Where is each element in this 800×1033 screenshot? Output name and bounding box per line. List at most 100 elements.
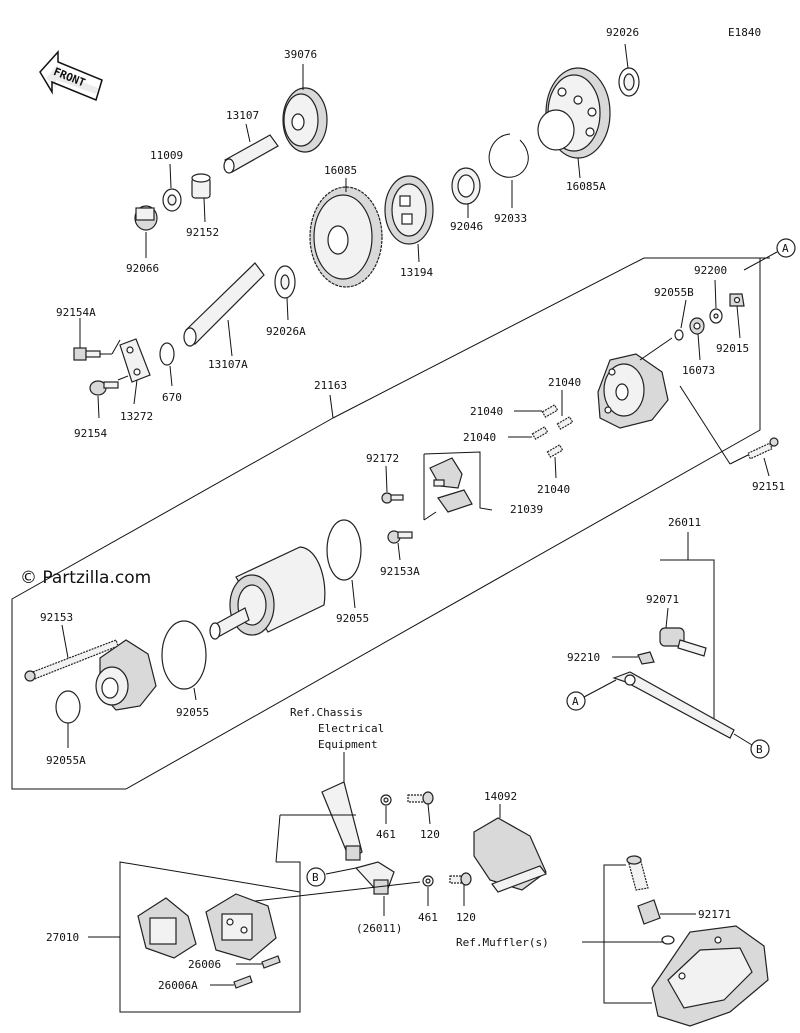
part-461-upper[interactable] xyxy=(380,794,392,806)
part-92154[interactable] xyxy=(89,380,119,396)
label-27010: 27010 xyxy=(46,931,79,944)
callout-B-right[interactable]: B xyxy=(750,739,770,759)
label-92026A: 92026A xyxy=(266,325,306,338)
part-92151[interactable] xyxy=(747,437,779,460)
part-14092[interactable] xyxy=(473,817,547,893)
svg-text:A: A xyxy=(782,242,789,255)
part-muffler-collar[interactable] xyxy=(661,935,675,945)
part-120-upper[interactable] xyxy=(407,791,434,805)
part-16085A[interactable] xyxy=(537,67,611,159)
svg-text:B: B xyxy=(756,743,763,756)
ref-chassis-line3: Equipment xyxy=(318,738,378,751)
part-92171-bolt[interactable] xyxy=(626,855,649,891)
label-92172: 92172 xyxy=(366,452,399,465)
part-92071[interactable] xyxy=(659,627,707,657)
label-11009: 11009 xyxy=(150,149,183,162)
part-92171[interactable] xyxy=(637,899,661,925)
label-21040-a: 21040 xyxy=(548,376,581,389)
label-21163: 21163 xyxy=(314,379,347,392)
label-21039: 21039 xyxy=(510,503,543,516)
label-26011-ref: (26011) xyxy=(356,922,402,935)
part-92046[interactable] xyxy=(451,167,481,205)
part-92154A[interactable] xyxy=(73,347,101,361)
part-92153A[interactable] xyxy=(387,530,413,544)
label-13194: 13194 xyxy=(400,266,433,279)
label-39076: 39076 xyxy=(284,48,317,61)
label-92033: 92033 xyxy=(494,212,527,225)
label-92154A: 92154A xyxy=(56,306,96,319)
label-26006: 26006 xyxy=(188,958,221,971)
label-92153A: 92153A xyxy=(380,565,420,578)
label-16085: 16085 xyxy=(324,164,357,177)
label-92200: 92200 xyxy=(694,264,727,277)
part-670[interactable] xyxy=(159,342,175,366)
part-end-cover[interactable] xyxy=(597,353,669,429)
callout-A-top[interactable]: A xyxy=(776,238,796,258)
part-26006[interactable] xyxy=(261,955,281,969)
part-92055B[interactable] xyxy=(674,329,684,341)
part-yoke[interactable] xyxy=(209,546,326,640)
label-92055A: 92055A xyxy=(46,754,86,767)
label-21040-b: 21040 xyxy=(470,405,503,418)
label-16073: 16073 xyxy=(682,364,715,377)
label-461-b: 461 xyxy=(418,911,438,924)
label-461-a: 461 xyxy=(376,828,396,841)
label-16085A: 16085A xyxy=(566,180,606,193)
part-16073[interactable] xyxy=(689,317,705,335)
part-92200[interactable] xyxy=(709,308,723,324)
part-92026[interactable] xyxy=(618,67,640,97)
part-13107A[interactable] xyxy=(183,262,265,347)
callout-B-left[interactable]: B xyxy=(306,867,326,887)
part-upper-cable-terminal[interactable] xyxy=(321,781,363,861)
ref-muffler: Ref.Muffler(s) xyxy=(456,936,549,949)
part-120-lower[interactable] xyxy=(449,872,472,886)
part-92172[interactable] xyxy=(381,492,404,504)
label-92071: 92071 xyxy=(646,593,679,606)
label-92210: 92210 xyxy=(567,651,600,664)
svg-text:B: B xyxy=(312,871,319,884)
part-92210[interactable] xyxy=(637,651,655,665)
diagram-code: E1840 xyxy=(728,26,761,39)
label-21040-c: 21040 xyxy=(463,431,496,444)
part-461-lower[interactable] xyxy=(422,875,434,887)
part-21039[interactable] xyxy=(429,457,473,513)
part-92066[interactable] xyxy=(134,205,158,231)
part-92033[interactable] xyxy=(488,133,529,178)
label-13107: 13107 xyxy=(226,109,259,122)
part-13272[interactable] xyxy=(119,338,151,383)
part-92055-lower[interactable] xyxy=(161,620,207,690)
svg-text:A: A xyxy=(572,695,579,708)
part-92153[interactable] xyxy=(24,639,119,682)
label-92152: 92152 xyxy=(186,226,219,239)
part-39076[interactable] xyxy=(282,87,328,153)
label-92046: 92046 xyxy=(450,220,483,233)
part-11009[interactable] xyxy=(162,188,182,212)
label-92015: 92015 xyxy=(716,342,749,355)
callout-A-left[interactable]: A xyxy=(566,691,586,711)
front-arrow-icon xyxy=(39,50,103,102)
part-92152[interactable] xyxy=(191,173,211,199)
label-92066: 92066 xyxy=(126,262,159,275)
part-92015[interactable] xyxy=(729,293,745,307)
label-26011: 26011 xyxy=(668,516,701,529)
part-92055-upper[interactable] xyxy=(326,519,362,581)
label-120-a: 120 xyxy=(420,828,440,841)
part-front-cover[interactable] xyxy=(95,639,157,711)
part-26006A[interactable] xyxy=(233,975,253,989)
label-120-b: 120 xyxy=(456,911,476,924)
part-92026A[interactable] xyxy=(274,265,296,299)
part-13107[interactable] xyxy=(223,134,279,174)
label-92171: 92171 xyxy=(698,908,731,921)
part-92055A[interactable] xyxy=(55,690,81,724)
part-cable-26011[interactable] xyxy=(612,671,735,739)
part-27010-relay[interactable] xyxy=(137,893,277,961)
label-92055B: 92055B xyxy=(654,286,694,299)
label-13272: 13272 xyxy=(120,410,153,423)
label-14092: 14092 xyxy=(484,790,517,803)
part-13194[interactable] xyxy=(384,175,434,245)
label-26006A: 26006A xyxy=(158,979,198,992)
part-muffler-housing[interactable] xyxy=(651,925,769,1027)
part-16085[interactable] xyxy=(309,186,383,288)
label-92154: 92154 xyxy=(74,427,107,440)
part-21040-springs[interactable] xyxy=(531,404,574,458)
